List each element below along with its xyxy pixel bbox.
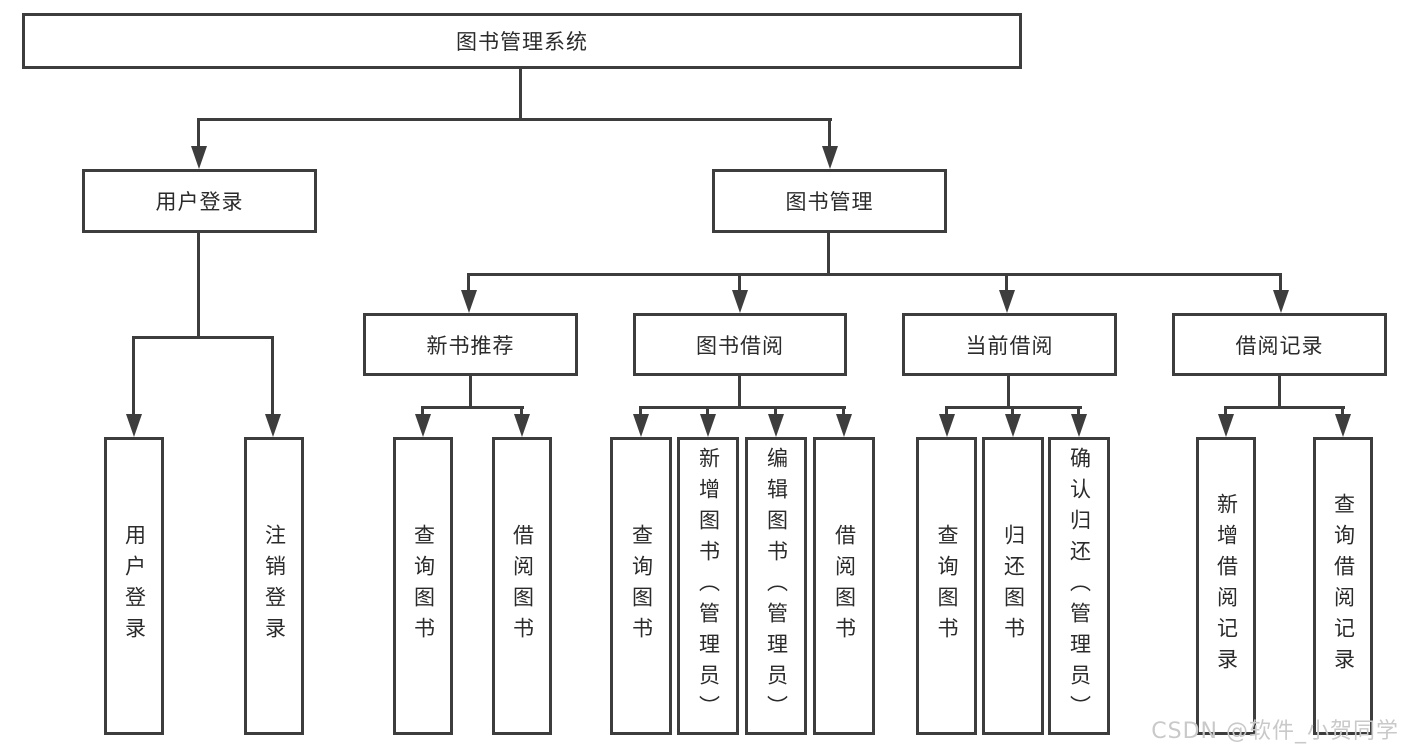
node-root-library-system: 图书管理系统: [22, 13, 1022, 69]
connector-leaf: [639, 406, 642, 418]
node-new-book-recommend: 新书推荐: [363, 313, 578, 376]
node-borrowing-records: 借阅记录: [1172, 313, 1387, 376]
arrow-down-icon: [633, 414, 649, 437]
node-label: 新增借阅记录: [1214, 493, 1239, 679]
arrow-down-icon: [1335, 414, 1351, 437]
connector-leaf: [1077, 406, 1080, 418]
arrow-down-icon: [126, 414, 142, 437]
leaf-query-books-current: 查询图书: [916, 437, 977, 735]
connector-new-book-rail: [422, 406, 524, 409]
node-label: 查询借阅记录: [1331, 493, 1356, 679]
connector-to-new-book: [467, 273, 470, 293]
node-label: 图书管理系统: [456, 30, 588, 54]
connector-new-book-stem: [469, 376, 472, 409]
arrow-down-icon: [415, 414, 431, 437]
arrow-down-icon: [939, 414, 955, 437]
connector-to-book-borrow: [738, 273, 741, 293]
node-label: 借阅图书: [832, 524, 857, 648]
node-label: 当前借阅: [965, 333, 1054, 358]
node-label: 查询图书: [411, 524, 436, 648]
arrow-down-icon: [822, 146, 838, 169]
connector-root-stem: [519, 69, 522, 121]
connector-leaf: [842, 406, 845, 418]
leaf-edit-books-admin: 编辑图书（管理员）: [745, 437, 807, 735]
arrow-down-icon: [514, 414, 530, 437]
leaf-add-books-admin: 新增图书（管理员）: [677, 437, 739, 735]
connector-book-mgmt-stem: [827, 233, 830, 276]
connector-leaf: [520, 406, 523, 418]
arrow-down-icon: [1005, 414, 1021, 437]
leaf-user-login: 用户登录: [104, 437, 164, 735]
connector-level2-rail: [198, 118, 832, 121]
connector-leaf: [774, 406, 777, 418]
arrow-down-icon: [836, 414, 852, 437]
connector-book-borrow-stem: [738, 376, 741, 409]
arrow-down-icon: [191, 146, 207, 169]
node-book-management: 图书管理: [712, 169, 947, 233]
arrow-down-icon: [461, 290, 477, 313]
node-user-login: 用户登录: [82, 169, 317, 233]
node-label: 借阅图书: [510, 524, 535, 648]
connector-user-login-rail: [133, 336, 274, 339]
connector-to-book-mgmt: [828, 118, 831, 150]
connector-level3-rail: [468, 273, 1282, 276]
arrow-down-icon: [1218, 414, 1234, 437]
leaf-return-books: 归还图书: [982, 437, 1044, 735]
arrow-down-icon: [700, 414, 716, 437]
connector-borrow-record-stem: [1278, 376, 1281, 409]
leaf-add-borrow-record: 新增借阅记录: [1196, 437, 1256, 735]
connector-current-borrow-rail: [946, 406, 1082, 409]
leaf-query-borrow-record: 查询借阅记录: [1313, 437, 1373, 735]
connector-to-borrow-record: [1279, 273, 1282, 293]
node-book-borrowing: 图书借阅: [633, 313, 847, 376]
leaf-borrow-books: 借阅图书: [813, 437, 875, 735]
connector-borrow-record-rail: [1225, 406, 1345, 409]
watermark-text: CSDN @软件_小贺同学: [1151, 719, 1399, 744]
connector-to-leaf-login: [132, 336, 135, 417]
connector-user-login-stem: [197, 233, 200, 339]
arrow-down-icon: [732, 290, 748, 313]
connector-leaf: [421, 406, 424, 418]
node-label: 图书管理: [785, 190, 874, 214]
leaf-query-books-borrowing: 查询图书: [610, 437, 672, 735]
node-label: 查询图书: [629, 524, 654, 648]
arrow-down-icon: [999, 290, 1015, 313]
node-label: 图书借阅: [696, 333, 784, 358]
leaf-logout: 注销登录: [244, 437, 304, 735]
node-label: 编辑图书（管理员）: [764, 446, 789, 726]
arrow-down-icon: [265, 414, 281, 437]
arrow-down-icon: [768, 414, 784, 437]
leaf-query-books-recommend: 查询图书: [393, 437, 453, 735]
node-label: 借阅记录: [1235, 333, 1324, 358]
node-label: 归还图书: [1001, 524, 1026, 648]
connector-leaf: [706, 406, 709, 418]
node-label: 新书推荐: [426, 333, 515, 358]
node-label: 注销登录: [262, 524, 287, 648]
node-label: 确认归还（管理员）: [1067, 446, 1092, 726]
arrow-down-icon: [1071, 414, 1087, 437]
connector-leaf: [945, 406, 948, 418]
leaf-confirm-return-admin: 确认归还（管理员）: [1048, 437, 1110, 735]
connector-leaf: [1224, 406, 1227, 418]
node-label: 新增图书（管理员）: [696, 446, 721, 726]
connector-leaf: [1011, 406, 1014, 418]
connector-book-borrow-rail: [640, 406, 846, 409]
node-label: 用户登录: [122, 524, 147, 648]
connector-to-current-borrow: [1005, 273, 1008, 293]
connector-current-borrow-stem: [1007, 376, 1010, 409]
node-label: 用户登录: [155, 190, 244, 214]
leaf-borrow-books-recommend: 借阅图书: [492, 437, 552, 735]
node-label: 查询图书: [935, 524, 959, 648]
connector-to-leaf-logout: [271, 336, 274, 417]
node-current-borrowing: 当前借阅: [902, 313, 1117, 376]
connector-leaf: [1341, 406, 1344, 418]
arrow-down-icon: [1273, 290, 1289, 313]
connector-to-user-login: [197, 118, 200, 150]
